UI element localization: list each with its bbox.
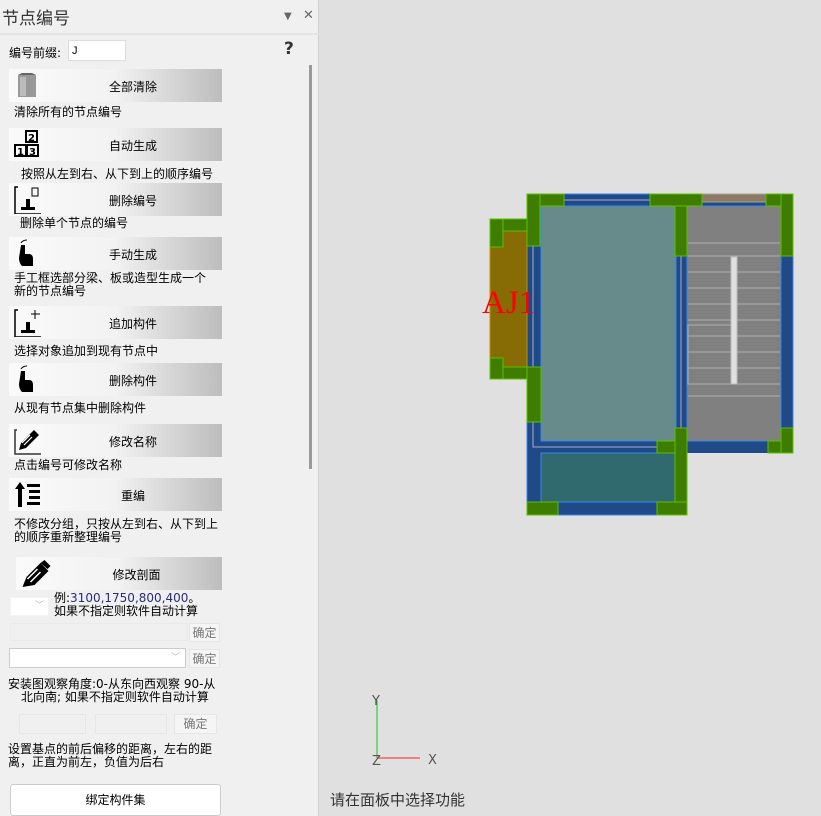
auto-generate-desc: 按照从左到右、从下到上的顺序编号 — [21, 167, 214, 181]
svg-text:1: 1 — [17, 147, 24, 158]
confirm-angle-button[interactable]: 确定 — [189, 649, 220, 668]
scrollbar[interactable] — [309, 65, 312, 469]
button-label: 全部清除 — [108, 80, 157, 94]
angle-desc: 安装图观察角度:0-从东向西观察 90-从 — [8, 677, 216, 691]
svg-text:2: 2 — [28, 133, 35, 144]
prefix-input[interactable] — [68, 40, 126, 61]
z-axis-label: Z — [372, 754, 381, 769]
rename-button[interactable]: 修改名称 — [9, 424, 222, 457]
bind-component-set-button[interactable]: 绑定构件集 — [10, 784, 221, 816]
delete-number-button[interactable]: 删除编号 — [9, 183, 222, 216]
drawing-viewport[interactable]: AJ1 Y X Z — [320, 0, 821, 816]
renumber-icon — [15, 482, 40, 507]
add-component-icon — [14, 309, 41, 337]
node-label[interactable]: AJ1 — [482, 285, 535, 321]
columns — [489, 193, 794, 516]
node-numbering-panel: 节点编号 ▼ ✕ 编号前缀: ? 全部清除 清除所有的节点编号 213 自动生成… — [0, 0, 319, 816]
edit-pencil-icon — [14, 429, 41, 455]
window — [701, 193, 767, 203]
delete-number-icon — [14, 186, 41, 214]
button-label: 手动生成 — [108, 248, 157, 262]
angle-select[interactable]: ﹀ — [9, 648, 186, 668]
delete-component-button[interactable]: 删除构件 — [9, 363, 222, 396]
delete-number-desc: 删除单个节点的编号 — [20, 216, 129, 230]
dropdown-arrow-icon[interactable]: ▼ — [284, 11, 292, 22]
prefix-label: 编号前缀: — [9, 46, 62, 60]
add-component-button[interactable]: 追加构件 — [9, 306, 222, 339]
clear-all-button[interactable]: 全部清除 — [9, 69, 222, 102]
add-component-desc: 选择对象追加到现有节点中 — [14, 344, 159, 358]
close-icon[interactable]: ✕ — [303, 8, 314, 23]
clear-all-desc: 清除所有的节点编号 — [14, 105, 123, 119]
button-label: 修改名称 — [108, 435, 157, 449]
x-axis-label: X — [428, 753, 437, 768]
axis-gizmo: Y X Z — [371, 694, 437, 769]
renumber-desc: 不修改分组，只按从左到右、从下到上 — [14, 517, 219, 531]
divider — [0, 33, 319, 35]
y-axis-label: Y — [371, 694, 380, 709]
button-label: 重编 — [120, 489, 145, 503]
front-back-offset-input[interactable] — [19, 714, 86, 734]
button-label: 修改剖面 — [112, 568, 161, 582]
manual-generate-button[interactable]: 手动生成 — [9, 237, 222, 270]
section-input[interactable] — [10, 623, 188, 641]
left-right-offset-input[interactable] — [95, 714, 167, 734]
button-label: 追加构件 — [108, 317, 157, 331]
pencil-icon — [22, 560, 51, 587]
manual-generate-desc: 手工框选部分梁、板或造型生成一个 — [14, 271, 207, 285]
confirm-offset-button[interactable]: 确定 — [174, 714, 217, 734]
trash-box-icon — [18, 73, 36, 97]
stair-handrail — [730, 256, 738, 385]
example-suffix: 。 — [188, 591, 201, 605]
button-label: 自动生成 — [108, 139, 157, 153]
rename-desc: 点击编号可修改名称 — [14, 458, 123, 472]
room — [540, 205, 677, 442]
offset-desc-2: 离，正直为前左，负值为后右 — [8, 755, 165, 769]
example-values: 3100,1750,800,400 — [70, 591, 189, 605]
button-label: 删除编号 — [108, 194, 157, 208]
hand-pointer-icon — [19, 239, 33, 266]
hand-pointer-icon — [19, 365, 33, 392]
section-example: 例:3100,1750,800,400。 — [54, 592, 200, 604]
help-icon[interactable]: ? — [284, 39, 294, 59]
status-text: 请在面板中选择功能 — [330, 791, 466, 809]
delete-component-desc: 从现有节点集中删除构件 — [14, 401, 147, 415]
confirm-section-button[interactable]: 确定 — [189, 623, 220, 642]
example-prefix: 例: — [54, 591, 71, 605]
renumber-button[interactable]: 重编 — [9, 478, 222, 511]
renumber-desc-2: 的顺序重新整理编号 — [14, 530, 123, 544]
section-auto-note: 如果不指定则软件自动计算 — [54, 604, 199, 618]
floor-plan[interactable]: AJ1 Y X Z — [320, 0, 821, 816]
modify-section-button[interactable]: 修改剖面 — [16, 557, 222, 590]
section-select[interactable]: ﹀ — [10, 597, 49, 616]
room — [540, 452, 677, 503]
svg-text:3: 3 — [29, 147, 36, 158]
offset-desc: 设置基点的前后偏移的距离，左右的距 — [8, 742, 213, 756]
selection-outline — [532, 199, 682, 448]
manual-generate-desc-2: 新的节点编号 — [14, 284, 87, 298]
button-label: 删除构件 — [108, 374, 157, 388]
angle-desc-2: 北向南; 如果不指定则软件自动计算 — [21, 690, 209, 704]
panel-title: 节点编号 — [2, 9, 70, 29]
